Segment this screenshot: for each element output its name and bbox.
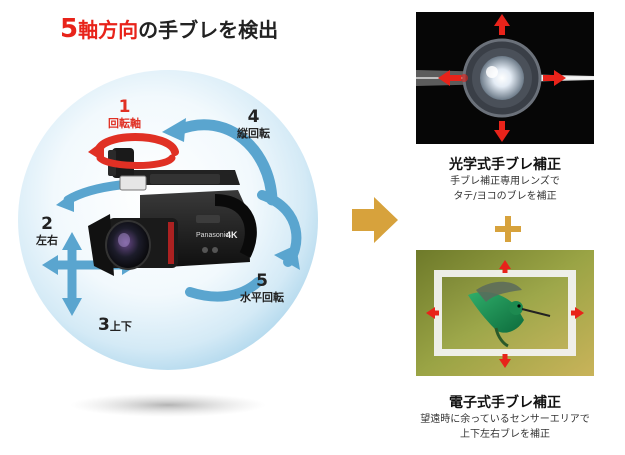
axis1-arrowhead [88, 140, 104, 162]
axis2-number: 2 [41, 214, 53, 234]
title-number: 5 [60, 14, 79, 44]
axis3-label: 3上下 [98, 315, 132, 336]
axis2-text: 左右 [36, 233, 58, 247]
axis3-text: 上下 [109, 320, 132, 333]
title-rest-text: の手ブレを検出 [138, 18, 279, 42]
axis4-number: 4 [247, 107, 260, 127]
axis2-label: 2 左右 [36, 214, 58, 247]
axis4-text: 縦回転 [237, 126, 270, 140]
optical-desc-line1: 手ブレ補正専用レンズで [450, 176, 560, 187]
optical-stabilizer-image [416, 12, 594, 144]
axis5-label: 5 水平回転 [240, 271, 284, 304]
axis4-arrowhead-top [162, 118, 186, 142]
axis3-number: 3 [98, 315, 110, 335]
electronic-desc-line1: 望遠時に余っているセンサーエリアで [420, 414, 590, 425]
camera-brand: Panasonic [196, 232, 229, 239]
axis4-arrow [172, 119, 278, 206]
title-red-text: 軸方向 [78, 18, 139, 42]
optical-desc-line2: タテ/ヨコのブレを補正 [453, 190, 557, 202]
axis1-text: 回転軸 [108, 116, 141, 130]
electronic-description: 望遠時に余っているセンサーエリアで 上下左右ブレを補正 [385, 413, 625, 442]
sphere-shadow [70, 393, 266, 417]
electronic-desc-line2: 上下左右ブレを補正 [460, 428, 550, 440]
axis5-text: 水平回転 [240, 290, 284, 304]
axis5-number: 5 [256, 271, 268, 291]
axis4-label: 4 縦回転 [237, 107, 270, 140]
camera-4k-badge: 4K [226, 230, 238, 240]
optical-description: 手ブレ補正専用レンズで タテ/ヨコのブレを補正 [405, 175, 605, 204]
axis2-arc-head [56, 192, 74, 212]
axis5-arrow-lower [185, 277, 263, 302]
axis5-arrowhead [274, 245, 300, 270]
axis2-arrowhead-left [42, 255, 58, 275]
camcorder-illustration [88, 148, 257, 276]
optical-title: 光学式手ブレ補正 [449, 157, 561, 173]
plus-icon [495, 216, 521, 242]
axis3-arrowhead-up [62, 232, 82, 250]
page-title: 5軸方向の手ブレを検出 [60, 14, 278, 44]
axis1-number: 1 [118, 97, 131, 117]
electronic-stabilizer-image [416, 250, 594, 376]
transition-arrow [352, 197, 398, 243]
axis1-label: 1 回転軸 [108, 97, 141, 130]
axis3-arrowhead-down [62, 298, 82, 316]
electronic-title: 電子式手ブレ補正 [449, 395, 561, 411]
